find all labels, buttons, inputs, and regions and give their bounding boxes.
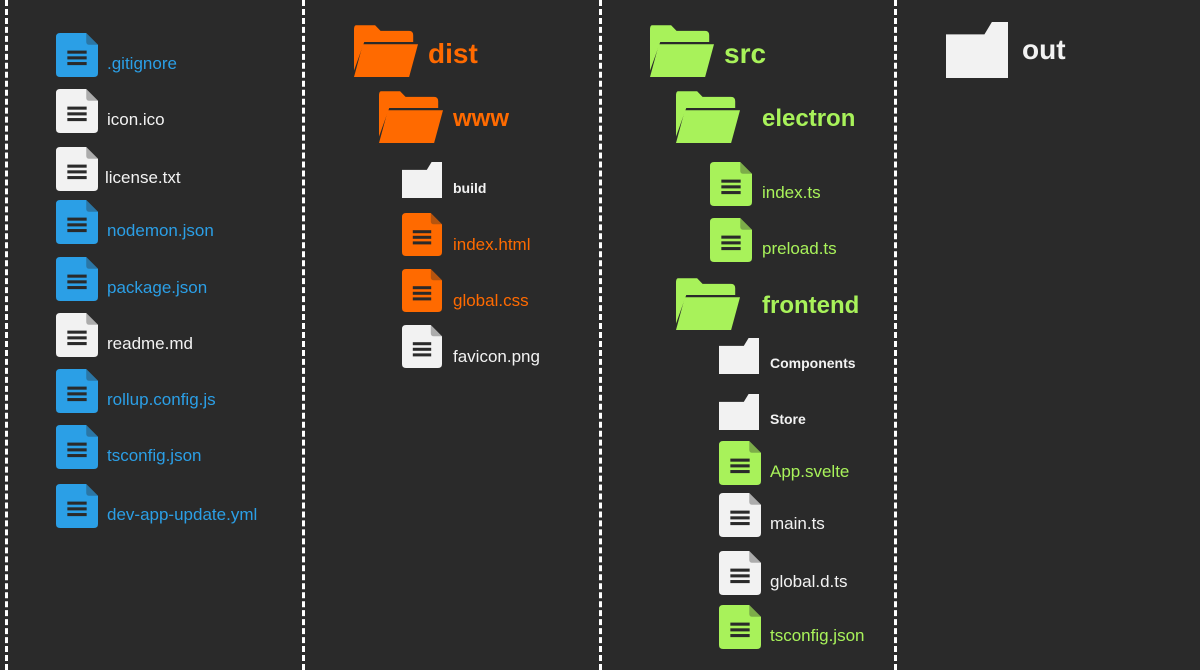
folder-open-icon[interactable] [648, 23, 716, 84]
file-icon[interactable] [56, 257, 98, 306]
file-label[interactable]: global.d.ts [770, 572, 848, 591]
column-divider [5, 0, 8, 670]
file-label[interactable]: index.html [453, 235, 531, 254]
folder-label[interactable]: Components [770, 355, 856, 371]
file-label[interactable]: global.css [453, 291, 529, 310]
file-label[interactable]: preload.ts [762, 239, 837, 258]
folder-label-frontend[interactable]: frontend [762, 292, 860, 319]
folder-open-icon[interactable] [377, 89, 445, 150]
folder-label[interactable]: Store [770, 411, 806, 427]
file-icon[interactable] [56, 425, 98, 474]
file-label[interactable]: rollup.config.js [107, 390, 216, 409]
folder-label-electron[interactable]: electron [762, 105, 856, 132]
file-label[interactable]: package.json [107, 278, 208, 297]
folder-open-icon[interactable] [674, 276, 742, 337]
file-label[interactable]: license.txt [105, 168, 181, 187]
folder-closed-icon[interactable] [719, 338, 759, 379]
file-icon[interactable] [719, 493, 761, 542]
column-divider [302, 0, 305, 670]
folder-label[interactable]: build [453, 180, 487, 196]
folder-open-icon[interactable] [674, 89, 742, 150]
file-label[interactable]: nodemon.json [107, 221, 214, 240]
file-icon[interactable] [56, 200, 98, 249]
folder-closed-icon[interactable] [946, 22, 1008, 83]
file-label[interactable]: tsconfig.json [107, 446, 202, 465]
file-icon[interactable] [56, 484, 98, 533]
file-label[interactable]: App.svelte [770, 462, 850, 481]
file-icon[interactable] [719, 441, 761, 490]
file-icon[interactable] [710, 218, 752, 267]
file-icon[interactable] [56, 33, 98, 82]
folder-label-src[interactable]: src [724, 38, 767, 69]
file-label[interactable]: .gitignore [107, 54, 177, 73]
file-label[interactable]: readme.md [107, 334, 193, 353]
folder-closed-icon[interactable] [402, 162, 442, 203]
file-label[interactable]: tsconfig.json [770, 626, 865, 645]
file-icon[interactable] [56, 147, 98, 196]
file-icon[interactable] [402, 213, 442, 261]
file-icon[interactable] [719, 551, 761, 600]
folder-label-www[interactable]: www [453, 105, 510, 132]
file-icon[interactable] [56, 313, 98, 362]
file-label[interactable]: dev-app-update.yml [107, 505, 258, 524]
file-label[interactable]: main.ts [770, 514, 825, 533]
file-icon[interactable] [710, 162, 752, 211]
file-icon[interactable] [56, 369, 98, 418]
file-label[interactable]: index.ts [762, 183, 821, 202]
file-label[interactable]: favicon.png [453, 347, 540, 366]
column-divider [599, 0, 602, 670]
folder-open-icon[interactable] [352, 23, 420, 84]
folder-label-out[interactable]: out [1022, 34, 1066, 65]
folder-closed-icon[interactable] [719, 394, 759, 435]
file-icon[interactable] [402, 269, 442, 317]
column-divider [894, 0, 897, 670]
file-label[interactable]: icon.ico [107, 110, 165, 129]
file-icon[interactable] [719, 605, 761, 654]
folder-label-dist[interactable]: dist [428, 38, 478, 69]
file-icon[interactable] [56, 89, 98, 138]
file-icon[interactable] [402, 325, 442, 373]
